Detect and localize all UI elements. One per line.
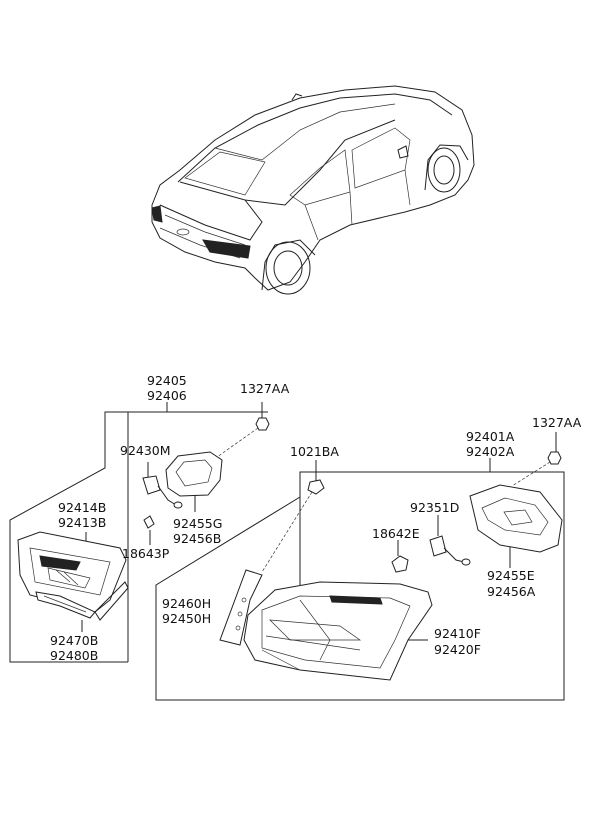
label-92351d: 92351D	[410, 500, 459, 515]
bolt-1327aa-left	[255, 417, 270, 431]
car-illustration	[151, 85, 475, 295]
socket-92351d	[429, 535, 447, 557]
inner-lamp-92414b	[17, 531, 127, 613]
label-18643p: 18643P	[122, 546, 170, 561]
left-assembly-group	[9, 402, 270, 663]
gasket-92455g	[165, 451, 223, 497]
label-1021ba: 1021BA	[290, 444, 339, 459]
label-92430m: 92430M	[120, 443, 171, 458]
label-92405: 92405	[147, 373, 187, 388]
label-1327aa-left: 1327AA	[240, 381, 290, 396]
label-92460h: 92460H	[162, 596, 211, 611]
bracket-92460h	[219, 569, 263, 646]
label-92406: 92406	[147, 388, 187, 403]
label-92470b: 92470B	[50, 633, 98, 648]
socket-92430m	[142, 475, 161, 495]
label-92420f: 92420F	[434, 642, 481, 657]
label-92413b: 92413B	[58, 515, 106, 530]
label-92410f: 92410F	[434, 626, 481, 641]
label-92456b: 92456B	[173, 531, 221, 546]
label-92414b: 92414B	[58, 500, 106, 515]
label-18642e: 18642E	[372, 526, 420, 541]
label-92402a: 92402A	[466, 444, 515, 459]
bulb-18643p	[143, 515, 155, 529]
bulb-18642e	[391, 555, 409, 573]
bolt-1327aa-right	[547, 451, 562, 465]
label-92455e: 92455E	[487, 568, 535, 583]
clip-1021ba	[307, 479, 325, 495]
label-92401a: 92401A	[466, 429, 515, 444]
label-92455g: 92455G	[173, 516, 222, 531]
label-1327aa-right: 1327AA	[532, 415, 582, 430]
label-92480b: 92480B	[50, 648, 98, 663]
right-assembly-group	[155, 432, 565, 701]
outer-lamp-92410f	[243, 581, 433, 681]
part-labels: 92405 92406 1327AA 92430M 92414B 92413B …	[50, 373, 582, 663]
label-92450h: 92450H	[162, 611, 211, 626]
gasket-92455e	[469, 484, 563, 553]
label-92456a: 92456A	[487, 584, 536, 599]
